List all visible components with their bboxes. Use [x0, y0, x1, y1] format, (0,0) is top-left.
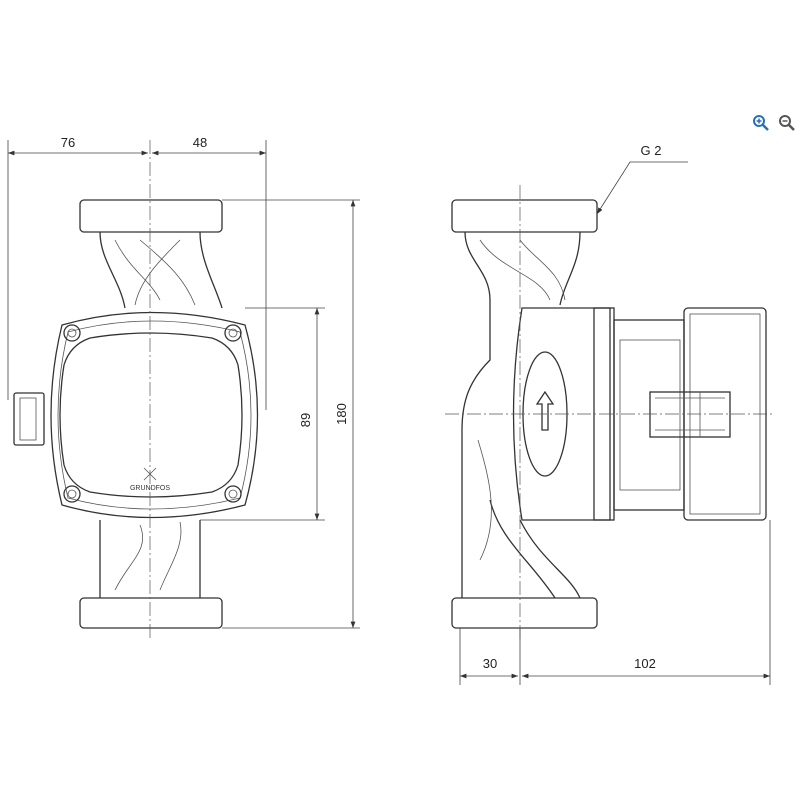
dim-102: 102: [634, 656, 656, 671]
zoom-out-icon: [779, 115, 795, 131]
bottom-flange: [79, 597, 223, 629]
zoom-out-button[interactable]: [778, 114, 796, 137]
plug-connector: [13, 392, 45, 446]
motor-housing: [50, 311, 259, 519]
top-flange: [79, 199, 223, 233]
thread-label: G 2: [641, 143, 662, 158]
dim-48: 48: [193, 135, 207, 150]
zoom-in-button[interactable]: [752, 114, 770, 137]
dim-30: 30: [483, 656, 497, 671]
control-box: [59, 332, 243, 498]
dim-89: 89: [298, 413, 313, 427]
dim-76: 76: [61, 135, 75, 150]
zoom-in-icon: [753, 115, 769, 131]
dim-180: 180: [334, 403, 349, 425]
front-view: GRUNDFOS 76 48 89 180: [7, 135, 360, 640]
side-view: 30 102 G 2: [445, 143, 775, 685]
